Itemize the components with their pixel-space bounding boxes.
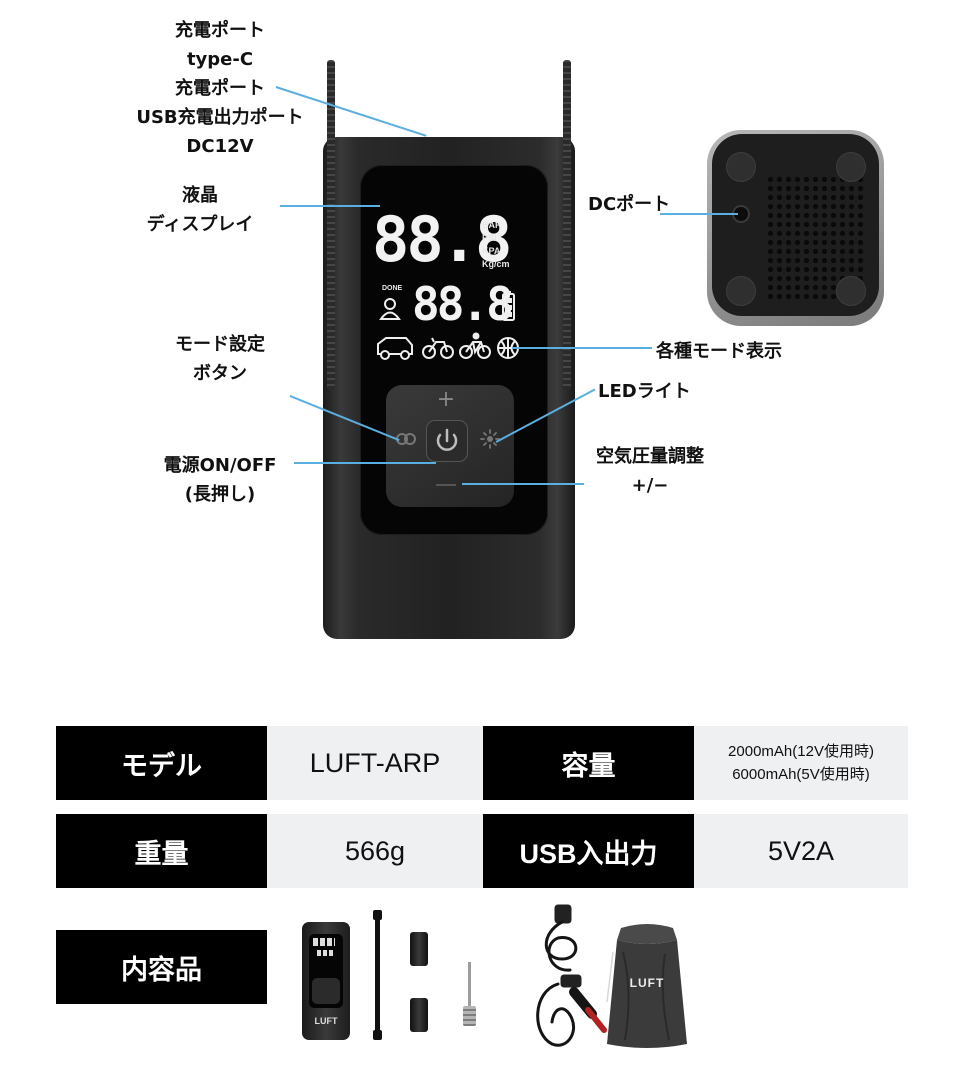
callout-mode-button: モード設定 ボタン	[140, 330, 300, 388]
capacity-5v: 6000mAh(5V使用時)	[732, 766, 870, 783]
ball-needle-base	[463, 1006, 476, 1026]
rubber-foot	[726, 152, 756, 182]
spec-value-capacity: 2000mAh(12V使用時) 6000mAh(5V使用時)	[694, 726, 908, 800]
callout-line-1: モード設定	[175, 334, 265, 355]
callout-led: LEDライト	[598, 377, 728, 406]
person-icon	[379, 298, 401, 320]
callout-line-1: LEDライト	[598, 381, 691, 402]
callout-line-2: ボタン	[193, 363, 247, 384]
unit-bar: BAR	[482, 220, 502, 230]
unit-psi: PSI	[482, 233, 497, 243]
bicycle-icon	[459, 332, 491, 359]
callout-dc-port: DCポート	[588, 190, 688, 219]
bag-brand: LUFT	[629, 976, 665, 990]
callout-pressure: 空気圧量調整 +/−	[580, 442, 720, 500]
spec-value-usb: 5V2A	[694, 814, 908, 888]
grip-ribs-right	[563, 60, 571, 390]
battery-icon	[502, 291, 515, 321]
lcd-main-reading: 88.8	[372, 203, 512, 276]
mini-pump-digits-2	[317, 950, 335, 956]
callout-line-4: USB充電出力ポート	[136, 107, 304, 128]
callout-line-5: DC12V	[186, 136, 254, 157]
unit-kpa: KPA	[482, 246, 501, 256]
valve-adapter-bottom	[410, 998, 428, 1032]
car-charger-cable-icon	[536, 974, 607, 1047]
power-icon	[436, 428, 458, 451]
callout-modes: 各種モード表示	[656, 337, 816, 366]
leader-line-dc	[660, 213, 738, 215]
callout-line-1: 充電ポート	[175, 20, 265, 41]
spec-label-usb: USB入出力	[483, 814, 694, 888]
callout-line-2: ディスプレイ	[146, 214, 254, 235]
ball-needle	[468, 962, 471, 1010]
callout-line-1: 電源ON/OFF	[163, 455, 277, 476]
leader-line-modes	[512, 347, 652, 349]
dc-port	[734, 207, 748, 221]
plus-button[interactable]: +	[436, 387, 456, 412]
motorbike-icon	[422, 337, 454, 359]
rubber-foot	[726, 276, 756, 306]
usb-cable-icon	[544, 904, 578, 972]
lcd-units: BAR PSI KPA Kg/cm	[482, 219, 510, 271]
callout-power: 電源ON/OFF (長押し)	[140, 451, 300, 509]
power-button[interactable]	[426, 420, 468, 462]
mini-pump-digits	[313, 938, 335, 946]
rubber-foot	[836, 276, 866, 306]
leader-line-power	[294, 462, 436, 464]
spec-value-model: LUFT-ARP	[267, 726, 483, 800]
callout-top-ports: 充電ポート type-C 充電ポート USB充電出力ポート DC12V	[120, 16, 320, 161]
capacity-12v: 2000mAh(12V使用時)	[728, 743, 874, 760]
callout-line-2: (長押し)	[184, 484, 256, 505]
car-icon	[377, 337, 413, 360]
lcd-icons	[377, 291, 519, 360]
leader-line-display	[280, 205, 380, 207]
callout-line-1: 液晶	[182, 185, 218, 206]
lcd-sub-reading: 88.8	[412, 277, 514, 331]
callout-line-3: 充電ポート	[175, 78, 265, 99]
mini-pump-buttons	[312, 978, 340, 1004]
callout-line-2: +/−	[631, 475, 669, 496]
callout-line-2: type-C	[186, 49, 254, 70]
minus-button[interactable]	[436, 474, 456, 486]
spec-label-weight: 重量	[56, 814, 267, 888]
unit-kgcm: Kg/cm	[482, 259, 510, 269]
spec-value-weight: 566g	[267, 814, 483, 888]
leader-line-pressure	[462, 483, 584, 485]
air-hose	[375, 912, 380, 1038]
spec-label-model: モデル	[56, 726, 267, 800]
valve-adapter-top	[410, 932, 428, 966]
cables	[536, 904, 607, 1047]
callout-display: 液晶 ディスプレイ	[120, 181, 280, 239]
rubber-foot	[836, 152, 866, 182]
spec-label-capacity: 容量	[483, 726, 694, 800]
contents-label: 内容品	[56, 930, 267, 1004]
callout-line-1: DCポート	[588, 194, 671, 215]
callout-line-1: 各種モード表示	[656, 341, 782, 362]
callout-line-1: 空気圧量調整	[596, 446, 704, 467]
mini-pump-brand: LUFT	[314, 1016, 338, 1026]
storage-bag	[606, 924, 687, 1048]
hose-end-top	[373, 910, 382, 920]
grip-ribs-left	[327, 60, 335, 390]
hose-end-bottom	[373, 1030, 382, 1040]
lcd-done: DONE	[382, 285, 403, 292]
